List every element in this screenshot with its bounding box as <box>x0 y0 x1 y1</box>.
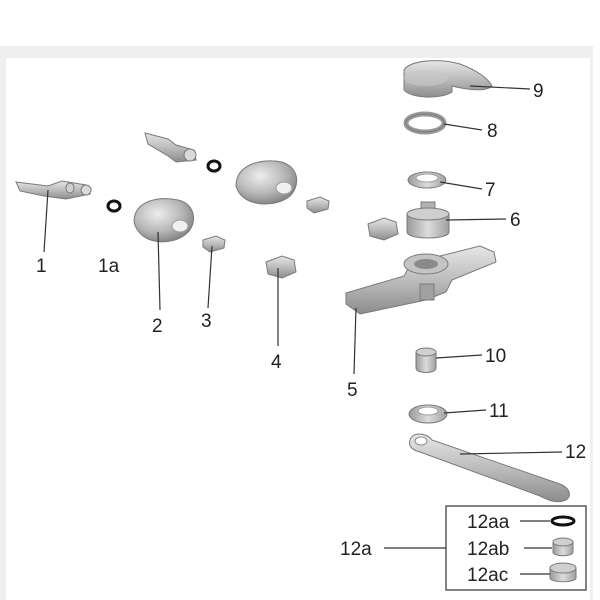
leader-lines <box>43 85 563 575</box>
nut-small-left-icon <box>202 235 226 253</box>
part-label-11: 11 <box>489 401 509 422</box>
part-label-1: 1 <box>36 256 47 277</box>
part-label-1a: 1a <box>98 256 120 277</box>
part-label-4: 4 <box>271 352 282 373</box>
part-label-3: 3 <box>201 311 212 332</box>
part-label-12aa: 12aa <box>467 512 510 533</box>
bushing-icon <box>415 347 437 373</box>
part-label-12ab: 12ab <box>467 539 509 560</box>
oring-upper-icon <box>206 159 222 173</box>
oring-left-icon <box>106 199 122 213</box>
body-bar-icon <box>345 245 497 315</box>
nut-left-icon <box>265 255 297 279</box>
spindle-left-icon <box>15 180 92 200</box>
ring-icon <box>407 171 447 189</box>
part-label-6: 6 <box>510 210 521 231</box>
part-label-12a: 12a <box>340 539 372 560</box>
nut-ring-icon <box>408 404 448 424</box>
lever-handle-icon <box>403 60 493 98</box>
kit-oring-icon <box>550 515 576 527</box>
part-label-9: 9 <box>533 81 544 102</box>
kit-bushing-icon <box>552 537 574 557</box>
kit-sleeve-icon <box>549 562 577 583</box>
diagram-canvas <box>6 58 590 600</box>
spout-icon <box>409 433 570 503</box>
part-label-2: 2 <box>152 316 163 337</box>
cover-cap-upper-icon <box>235 160 298 205</box>
part-label-12: 12 <box>565 442 586 463</box>
part-label-8: 8 <box>487 121 498 142</box>
part-label-7: 7 <box>485 180 496 201</box>
part-label-12ac: 12ac <box>467 565 508 586</box>
top-band <box>0 0 600 46</box>
washer-icon <box>403 111 447 135</box>
nut-upper-icon <box>367 217 399 241</box>
cover-cap-left-icon <box>133 198 194 243</box>
spindle-upper-icon <box>144 132 197 163</box>
part-label-10: 10 <box>485 346 506 367</box>
cartridge-icon <box>406 201 450 239</box>
part-label-5: 5 <box>347 380 358 401</box>
nut-small-upper-icon <box>306 196 330 214</box>
